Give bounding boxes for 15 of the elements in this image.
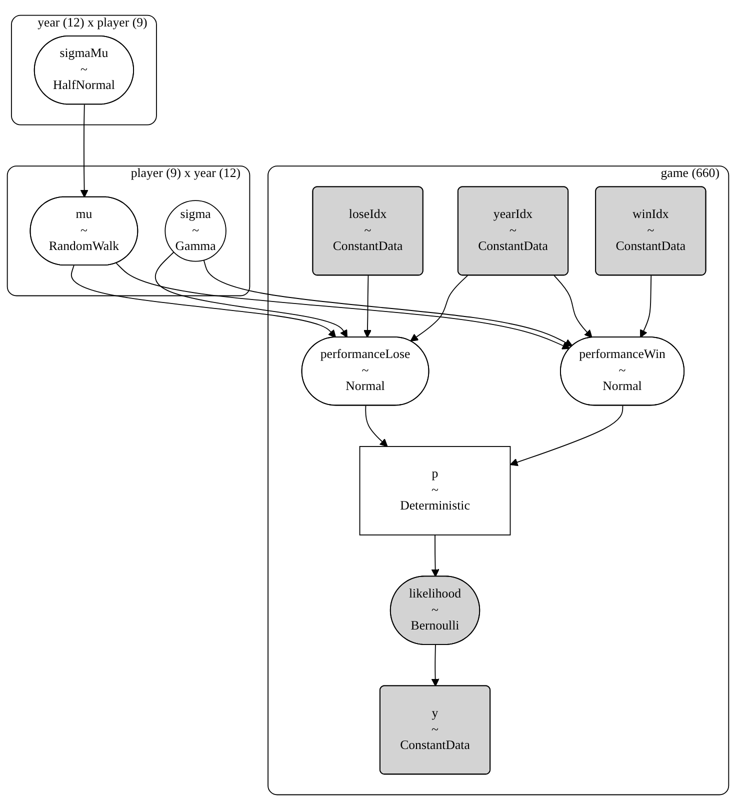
arrow [154,252,348,338]
node-circle: sigma ~ Gamma [164,200,226,262]
arrow [510,405,624,466]
arrow [640,275,652,338]
arrow [431,644,440,687]
node-box: p ~ Deterministic [359,446,511,536]
arrow [116,262,570,350]
arrow [365,405,388,447]
arrow [554,275,592,338]
arrow [80,104,88,198]
arrow [70,265,336,338]
arrow [363,275,372,338]
arrow [431,534,440,577]
arrow [203,260,573,346]
arrow [410,275,468,342]
